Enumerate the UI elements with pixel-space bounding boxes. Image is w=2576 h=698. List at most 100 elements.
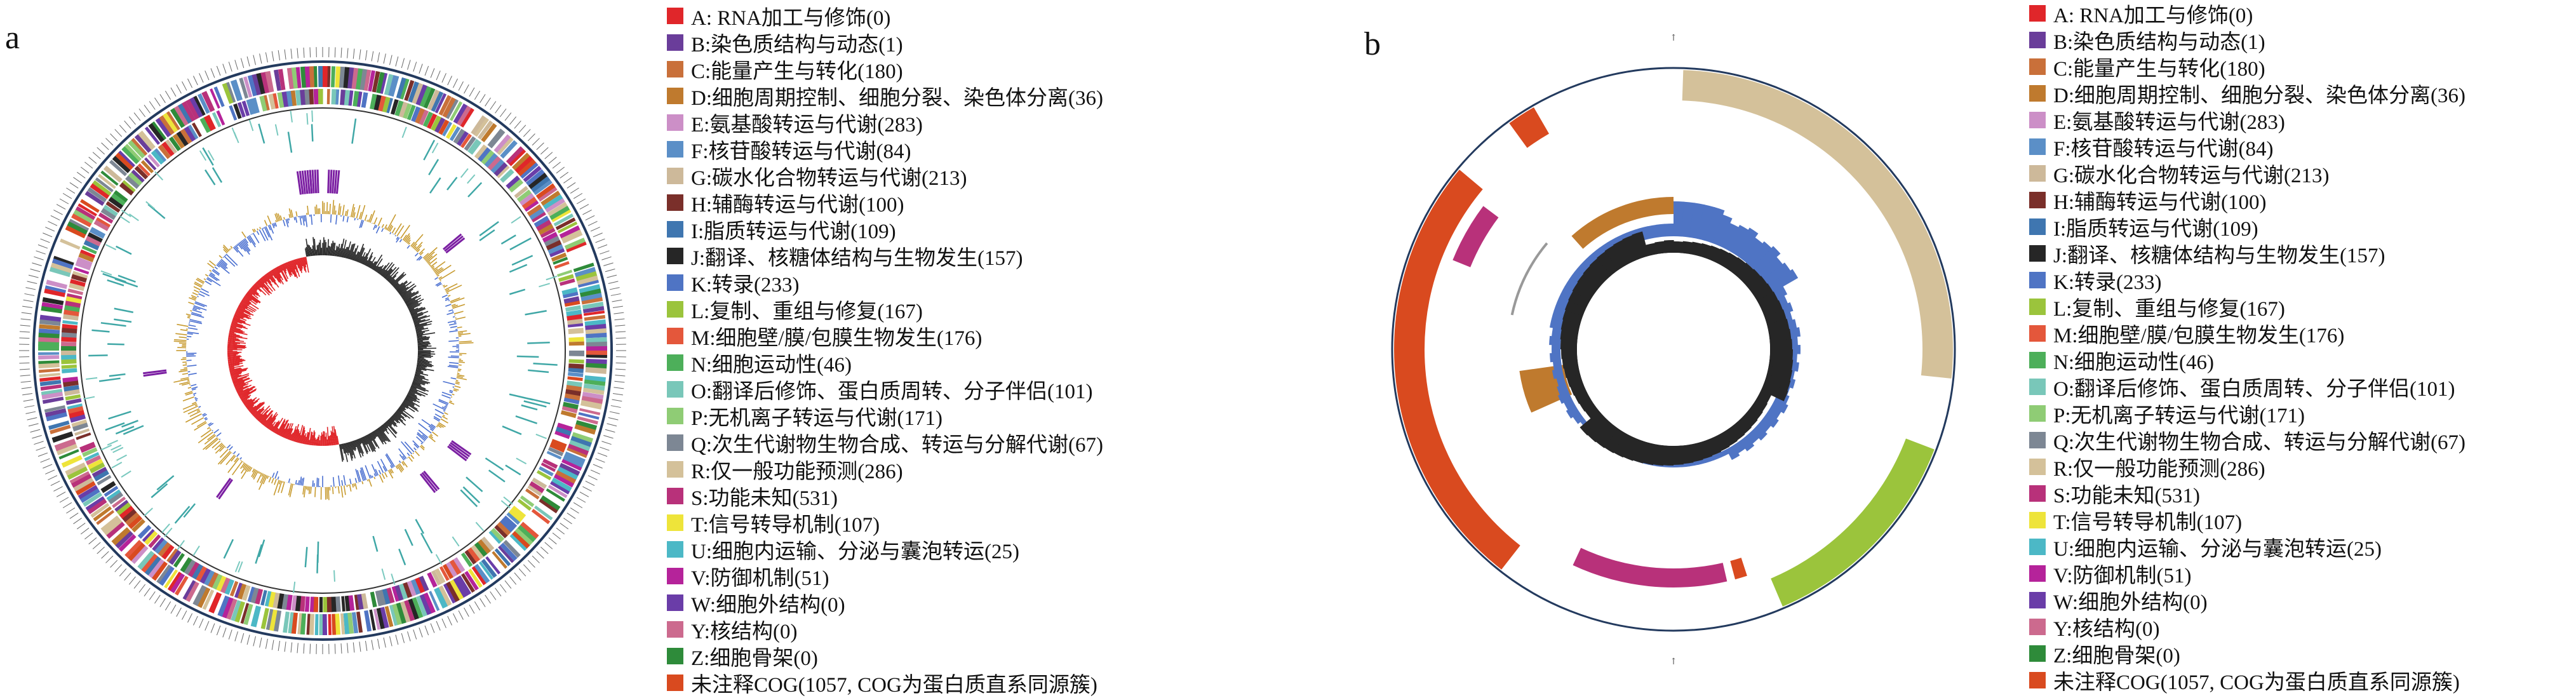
tick-mark	[419, 64, 422, 74]
cog-stripe	[319, 614, 323, 635]
tick-mark	[272, 640, 274, 650]
gc-spike	[449, 365, 459, 366]
legend-item: W:细胞外结构(0)	[2029, 587, 2465, 614]
tick-mark	[171, 88, 176, 97]
legend-label: G:碳水化合物转运与代谢(213)	[2053, 158, 2329, 189]
tick-mark	[425, 66, 429, 76]
tick-mark	[241, 633, 243, 643]
tick-mark	[115, 130, 122, 137]
cog-stripe	[567, 377, 582, 381]
gc-spike	[445, 406, 447, 408]
tick-mark	[469, 88, 474, 97]
tick-mark	[205, 70, 209, 80]
tick-mark	[32, 436, 41, 439]
tick-mark	[177, 84, 182, 93]
gc-spike	[435, 414, 441, 418]
gc-spike	[327, 202, 328, 214]
tick-mark	[563, 518, 572, 524]
tick-mark	[21, 381, 31, 382]
feature-tick	[536, 434, 547, 439]
gc-spike	[395, 235, 396, 236]
gc-spike	[356, 205, 359, 218]
legend-swatch	[2029, 645, 2046, 662]
gc-spike	[304, 215, 305, 222]
gc-spike	[443, 415, 445, 417]
gc-spike	[407, 453, 410, 456]
tick-mark	[160, 598, 166, 607]
gc-spike	[303, 486, 304, 494]
gc-spike	[194, 290, 199, 293]
feature-tick	[352, 119, 356, 144]
tick-mark	[442, 619, 446, 628]
gc-skew-spike	[319, 243, 320, 255]
ncrna-mark	[315, 170, 316, 193]
feature-tick	[511, 217, 521, 223]
gc-spike	[446, 405, 448, 406]
tick-mark	[160, 94, 166, 103]
legend-label: M:细胞壁/膜/包膜生物发生(176)	[691, 321, 982, 351]
cog-stripe	[62, 320, 77, 325]
gc-spike	[433, 267, 434, 269]
gc-spike	[180, 330, 187, 331]
legend-swatch	[667, 621, 683, 638]
gc-spike	[177, 325, 188, 326]
feature-tick	[421, 533, 432, 553]
gc-spike	[196, 400, 197, 401]
tick-mark	[23, 300, 34, 302]
feature-tick	[461, 168, 468, 177]
feature-tick	[525, 311, 547, 314]
gc-spike	[445, 298, 448, 299]
gc-spike	[436, 426, 438, 427]
tick-mark	[509, 117, 516, 124]
feature-tick	[467, 175, 475, 184]
legend-swatch	[2029, 619, 2046, 635]
cog-stripe	[61, 342, 76, 346]
legend-swatch	[667, 488, 683, 504]
gc-spike	[399, 448, 406, 459]
gc-spike	[199, 406, 201, 408]
tick-mark	[223, 64, 226, 74]
ncrna-mark	[312, 170, 314, 193]
tick-mark	[193, 76, 198, 84]
tick-mark	[614, 319, 624, 320]
tick-mark	[34, 257, 43, 260]
gc-spike	[289, 218, 290, 220]
gc-skew-spike	[320, 240, 321, 255]
cog-stripe	[39, 368, 60, 373]
legend-item: A: RNA加工与修饰(0)	[2029, 0, 2465, 27]
tick-mark	[32, 263, 41, 266]
cog-stripe	[319, 597, 323, 612]
tick-mark	[378, 639, 380, 649]
tick-mark	[149, 101, 155, 109]
legend-label: W:细胞外结构(0)	[2053, 585, 2208, 615]
legend-label: V:防御机制(51)	[2053, 558, 2192, 589]
gc-spike	[446, 312, 453, 314]
tick-mark	[22, 393, 32, 394]
feature-tick	[506, 466, 521, 475]
gc-spike	[375, 225, 377, 229]
tick-mark	[211, 69, 215, 78]
gc-spike	[433, 404, 446, 410]
gc-spike	[442, 295, 447, 298]
legend-label: L:复制、重组与修复(167)	[2053, 292, 2285, 322]
legend-item: N:细胞运动性(46)	[2029, 347, 2465, 373]
gc-spike	[284, 217, 285, 220]
legend-label: F:核苷酸转运与代谢(84)	[2053, 131, 2274, 162]
tick-mark	[598, 245, 607, 248]
legend-swatch	[667, 648, 683, 664]
cog-stripe	[331, 66, 335, 87]
legend-item: E:氨基酸转运与代谢(283)	[667, 109, 1103, 136]
gc-spike	[212, 430, 213, 431]
feature-tick	[533, 363, 557, 365]
legend-label: E:氨基酸转运与代谢(283)	[2053, 105, 2285, 135]
legend-label: M:细胞壁/膜/包膜生物发生(176)	[2053, 318, 2344, 349]
legend-label: L:复制、重组与修复(167)	[691, 294, 923, 325]
gc-spike	[195, 399, 198, 400]
gc-spike	[188, 302, 194, 304]
tick-mark	[285, 641, 286, 652]
gc-spike	[336, 215, 337, 224]
gc-spike	[431, 434, 433, 436]
tick-mark	[514, 121, 521, 128]
feature-tick	[107, 440, 117, 445]
tick-mark	[265, 52, 267, 62]
